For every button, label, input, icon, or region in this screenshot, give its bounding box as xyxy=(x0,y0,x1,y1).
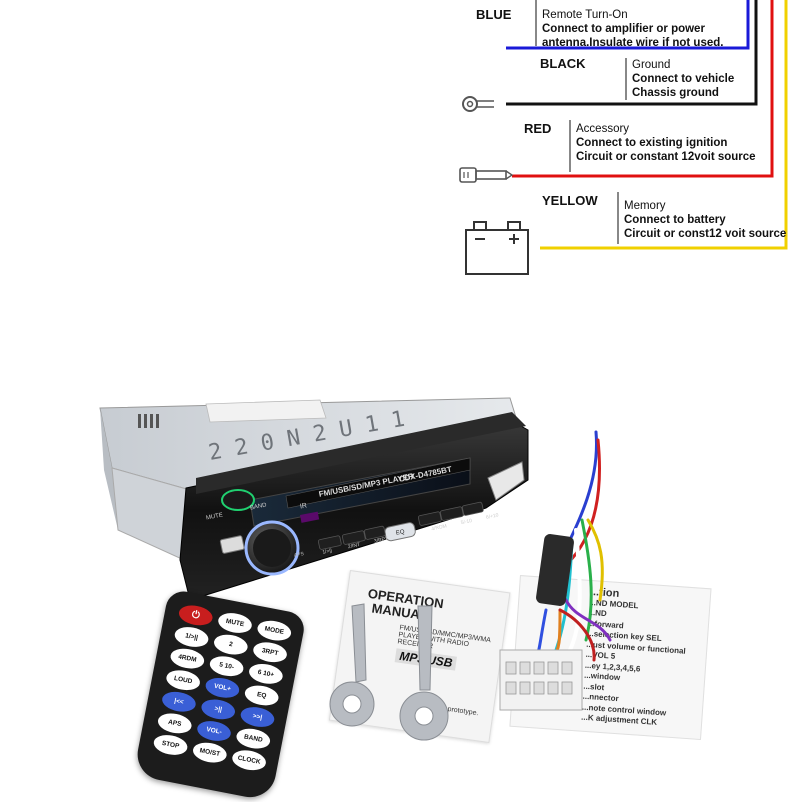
remote-button[interactable]: 6 10+ xyxy=(247,661,285,687)
remote-button[interactable]: MUTE xyxy=(216,610,254,636)
note-line: antenna.Insulate wire if not used. xyxy=(542,37,724,49)
radio-band-label: BAND xyxy=(249,502,268,512)
remote-button[interactable]: 4RDM xyxy=(168,646,206,672)
wiring-diagram: BLUE Remote Turn-On Connect to amplifier… xyxy=(448,0,800,290)
wire-note-black: Ground Connect to vehicle Chassis ground xyxy=(632,58,734,100)
note-line: Connect to existing ignition xyxy=(576,137,728,149)
remote-button[interactable]: 3RPT xyxy=(251,639,289,665)
remote-button[interactable]: >|| xyxy=(199,696,237,722)
note-line: Circuit or constant 12voit source xyxy=(576,151,756,163)
note-line: Chassis ground xyxy=(632,87,719,99)
note-line: Accessory xyxy=(576,123,630,135)
ground-ring-icon xyxy=(462,96,494,112)
radio-model-text: CDX-D4785BT xyxy=(398,464,453,484)
radio-aps-label: APS xyxy=(293,551,305,559)
remote-button[interactable]: MODE xyxy=(255,618,293,644)
operation-manual-card: OPERATION MANUAL FM/USB/SD/MMC/MP3/WMA P… xyxy=(328,570,511,744)
remote-button[interactable]: VOL+ xyxy=(203,675,241,701)
note-line: Circuit or const12 voit source xyxy=(624,228,787,240)
wire-note-yellow: Memory Connect to battery Circuit or con… xyxy=(624,199,786,241)
blue-wire xyxy=(506,0,750,50)
remote-button[interactable]: 2 xyxy=(212,632,250,658)
black-wire xyxy=(506,0,758,106)
remote-button[interactable]: MO/ST xyxy=(191,740,229,766)
radio-preset-labels: 1/>|| 2/INT 3/RPT 4/RDM 5/-10 6/+10 xyxy=(320,504,500,559)
ignition-key-icon xyxy=(459,167,514,183)
battery-icon xyxy=(465,221,529,275)
yellow-wire xyxy=(540,0,788,250)
note-line: Remote Turn-On xyxy=(542,9,628,21)
note-line: Ground xyxy=(632,59,671,71)
note-line: Connect to battery xyxy=(624,214,726,226)
wire-label-blue: BLUE xyxy=(476,7,512,22)
remote-button[interactable]: 1/>|| xyxy=(173,624,211,650)
remote-button[interactable]: BAND xyxy=(234,726,272,752)
preset-label: 3/RPT xyxy=(373,535,389,545)
power-button[interactable]: ⏻ xyxy=(177,602,215,628)
remote-button[interactable]: VOL- xyxy=(195,718,233,744)
svg-text:2 2 0 N 2 U 1 1: 2 2 0 N 2 U 1 1 xyxy=(207,407,407,466)
wire-label-red: RED xyxy=(524,121,552,136)
remote-button[interactable]: STOP xyxy=(152,732,190,758)
radio-chassis: 2 2 0 N 2 U 1 1 xyxy=(99,397,519,561)
remote-button[interactable]: LOUD xyxy=(164,667,202,693)
manual-footnote: ...ence only, ...prototype. xyxy=(402,699,479,718)
remote-button[interactable]: |<< xyxy=(160,689,198,715)
preset-label: 6/+10 xyxy=(485,512,500,521)
radio-ir-label: IR xyxy=(299,502,308,511)
instruction-lines: ...tion ...ND MODEL ...ND ...forward ...… xyxy=(581,586,690,730)
remote-button[interactable]: 5 10- xyxy=(208,653,246,679)
remote-button[interactable]: EQ xyxy=(243,682,281,709)
red-wire xyxy=(512,0,774,178)
note-line: Connect to vehicle xyxy=(632,73,735,85)
volume-knob xyxy=(244,520,300,576)
preset-label: 4/RDM xyxy=(430,523,448,533)
preset-label: 1/>|| xyxy=(321,547,333,556)
wire-label-black: BLACK xyxy=(540,56,586,71)
wire-note-red: Accessory Connect to existing ignition C… xyxy=(576,122,756,164)
remote-button[interactable]: >>| xyxy=(238,704,276,730)
wire-label-yellow: YELLOW xyxy=(542,193,598,208)
radio-mute-label: MUTE xyxy=(205,512,224,522)
preset-label: 2/INT xyxy=(347,541,361,551)
wiring-lines xyxy=(459,0,788,275)
instruction-card: ...tion ...ND MODEL ...ND ...forward ...… xyxy=(509,575,712,741)
preset-label: 5/-10 xyxy=(460,518,473,527)
wire-note-blue: Remote Turn-On Connect to amplifier or p… xyxy=(542,8,723,50)
remote-button[interactable]: APS xyxy=(156,710,194,736)
note-line: Connect to amplifier or power xyxy=(542,23,705,35)
note-line: Memory xyxy=(624,200,666,212)
remote-button[interactable]: CLOCK xyxy=(230,747,268,773)
